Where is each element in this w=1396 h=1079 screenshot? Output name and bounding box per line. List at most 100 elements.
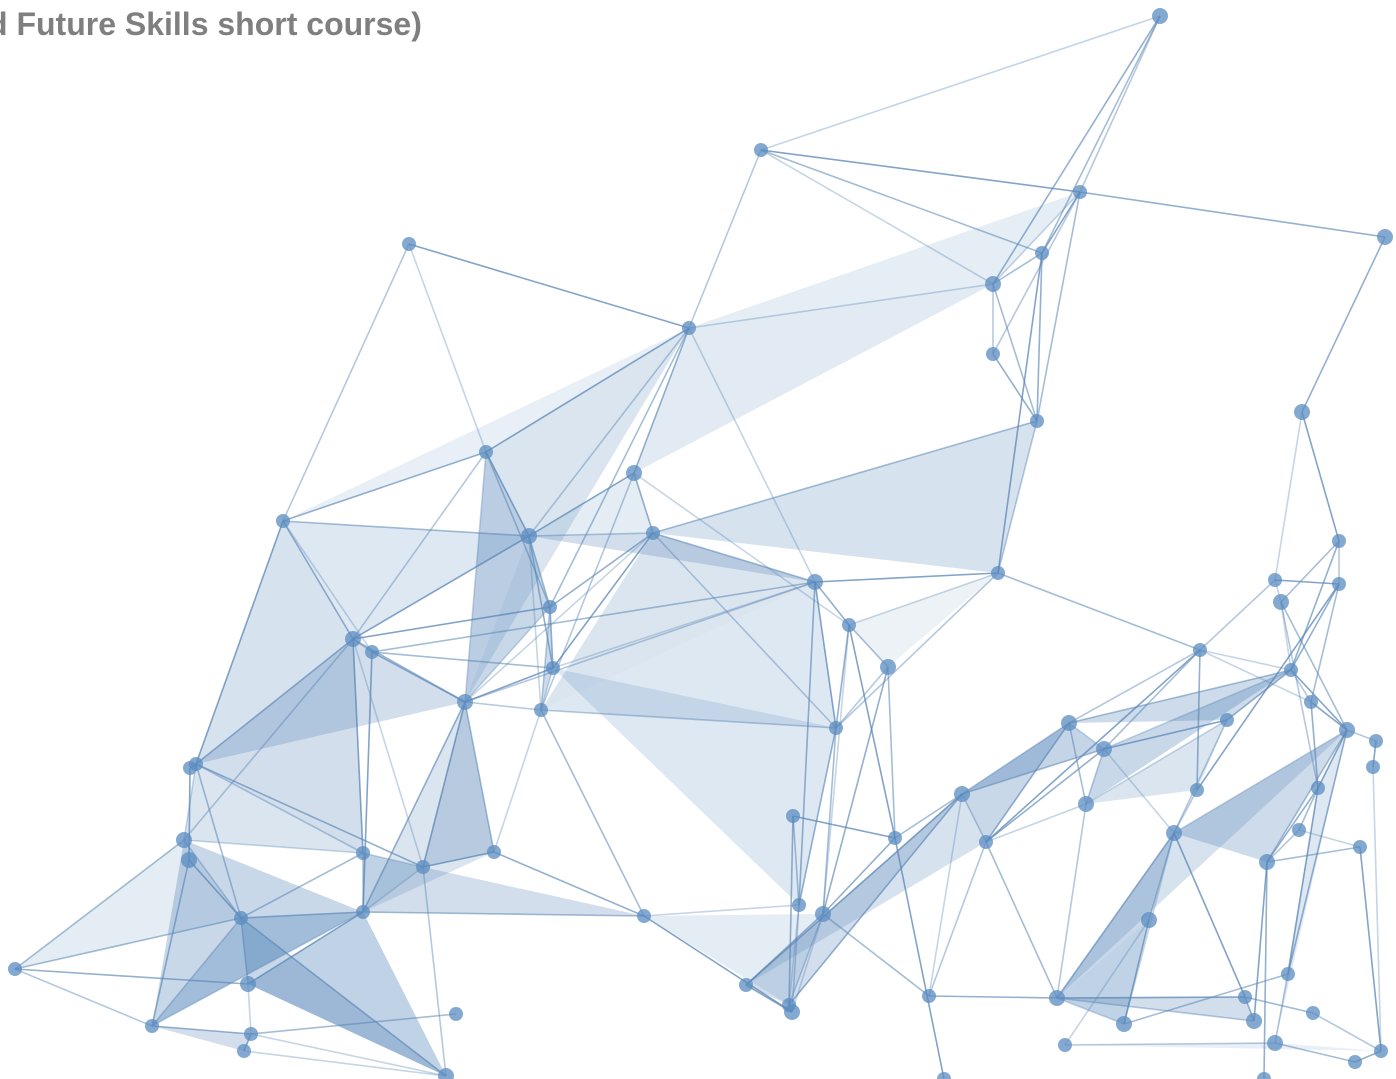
- mesh-edge: [243, 1050, 447, 1077]
- mesh-node: [1246, 1013, 1262, 1029]
- mesh-edge: [464, 606, 551, 703]
- mesh-edge: [1056, 997, 1255, 1022]
- mesh-node: [1073, 185, 1087, 199]
- mesh-edge: [1199, 649, 1312, 703]
- mesh-node: [365, 645, 379, 659]
- mesh-edge: [282, 520, 373, 653]
- mesh-edge: [788, 904, 800, 1006]
- mesh-facet: [529, 533, 815, 582]
- mesh-node: [1030, 414, 1044, 428]
- mesh-edges: [14, 15, 1386, 1079]
- mesh-edge: [1274, 973, 1289, 1044]
- mesh-edge: [528, 327, 690, 537]
- mesh-facet: [849, 573, 998, 667]
- mesh-node: [682, 321, 696, 335]
- mesh-edge: [528, 535, 542, 711]
- mesh-edge: [183, 839, 242, 919]
- mesh-edge: [250, 1033, 447, 1077]
- mesh-edge: [549, 532, 654, 608]
- mesh-edge: [1085, 719, 1228, 805]
- mesh-facet: [644, 914, 823, 1005]
- mesh-edge: [1103, 669, 1292, 750]
- mesh-edge: [1199, 579, 1276, 651]
- mesh-edge: [745, 793, 963, 986]
- mesh-facet: [363, 867, 644, 916]
- mesh-node: [1348, 1055, 1362, 1069]
- mesh-edge: [14, 968, 249, 985]
- mesh-edge: [1290, 669, 1348, 731]
- mesh-edge: [848, 624, 896, 839]
- mesh-edge: [788, 913, 824, 1006]
- mesh-edge: [1041, 191, 1081, 254]
- mesh-node: [888, 831, 902, 845]
- mesh-edge: [688, 327, 816, 583]
- mesh-edge: [240, 917, 249, 985]
- mesh-edge: [985, 722, 1070, 843]
- mesh-edge: [1312, 1012, 1382, 1052]
- mesh-edge: [352, 535, 530, 640]
- mesh-edge: [282, 451, 487, 522]
- mesh-edge: [371, 651, 554, 669]
- mesh-node: [786, 809, 800, 823]
- mesh-edge: [1301, 236, 1386, 413]
- mesh-node: [1294, 404, 1310, 420]
- mesh-edge: [997, 420, 1038, 574]
- mesh-node: [646, 526, 660, 540]
- mesh-node: [754, 143, 768, 157]
- mesh-edge: [1068, 649, 1201, 724]
- mesh-edge: [195, 763, 424, 868]
- mesh-edge: [464, 701, 495, 853]
- mesh-node: [145, 1019, 159, 1033]
- mesh-edge: [985, 649, 1201, 843]
- mesh-edge: [1173, 832, 1246, 998]
- mesh-edge: [195, 763, 364, 854]
- mesh-edge: [549, 606, 554, 669]
- mesh-edge: [195, 520, 284, 765]
- mesh-facet: [196, 521, 353, 764]
- mesh-edge: [1226, 669, 1292, 721]
- mesh-edge: [1266, 787, 1319, 863]
- mesh-edge: [493, 851, 645, 917]
- mesh-facet: [634, 284, 993, 473]
- mesh-edge: [985, 803, 1087, 843]
- mesh-edge: [1041, 15, 1161, 254]
- mesh-node: [276, 514, 290, 528]
- mesh-edge: [788, 793, 963, 1006]
- mesh-node: [1267, 1035, 1283, 1051]
- mesh-node: [234, 911, 248, 925]
- mesh-edge: [464, 701, 542, 711]
- mesh-facet: [465, 536, 550, 702]
- mesh-edge: [1372, 766, 1382, 1052]
- mesh-edge: [1173, 729, 1348, 834]
- mesh-node: [1273, 594, 1289, 610]
- mesh-facet: [962, 723, 1104, 794]
- mesh-edge: [151, 917, 242, 1027]
- mesh-edge: [240, 852, 364, 919]
- mesh-edge: [992, 283, 1038, 422]
- mesh-edge: [408, 243, 690, 329]
- mesh-edge: [822, 913, 930, 997]
- mesh-edge: [151, 1025, 252, 1035]
- mesh-edge: [1199, 649, 1292, 671]
- mesh-edge: [151, 911, 364, 1027]
- mesh-edge: [464, 532, 654, 703]
- mesh-edge: [485, 451, 530, 537]
- mesh-node: [1166, 825, 1182, 841]
- mesh-edge: [1359, 846, 1382, 1052]
- mesh-node: [479, 445, 493, 459]
- mesh-edge: [1280, 601, 1348, 731]
- mesh-facet: [283, 328, 689, 521]
- mesh-edge: [422, 701, 466, 868]
- mesh-node: [815, 906, 831, 922]
- mesh-node: [986, 347, 1000, 361]
- mesh-edge: [464, 667, 554, 703]
- mesh-edge: [528, 532, 654, 537]
- mesh-facet: [196, 639, 465, 764]
- mesh-node: [842, 618, 856, 632]
- mesh-edge: [247, 983, 252, 1035]
- mesh-edge: [798, 581, 816, 906]
- mesh-edge: [485, 327, 690, 453]
- mesh-edge: [1064, 1042, 1276, 1046]
- mesh-edge: [1290, 583, 1340, 671]
- mesh-edge: [14, 968, 153, 1027]
